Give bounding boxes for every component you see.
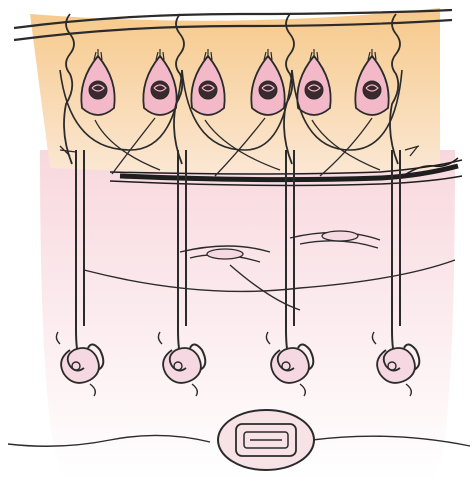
hair-cell-nucleus bbox=[305, 81, 323, 99]
hair-cell-nucleus bbox=[89, 81, 107, 99]
hair-cell-nucleus bbox=[259, 81, 277, 99]
bipolar-cell-1 bbox=[207, 249, 243, 259]
hair-cell-nucleus bbox=[199, 81, 217, 99]
hair-cell-nucleus bbox=[363, 81, 381, 99]
bipolar-cell-2 bbox=[322, 231, 358, 241]
hair-cell-nucleus bbox=[151, 81, 169, 99]
